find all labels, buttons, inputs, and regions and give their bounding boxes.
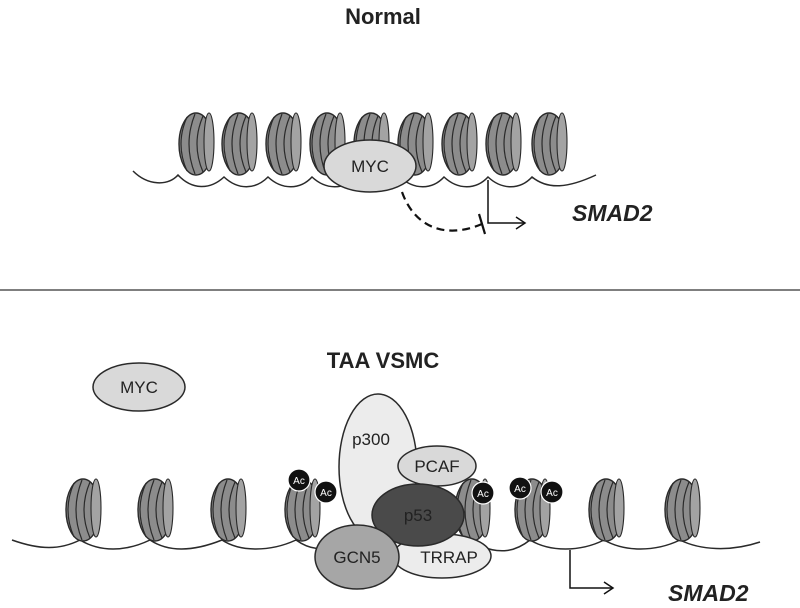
repression-bar (477, 213, 487, 235)
normal-panel: Normal MYC SMAD2 (132, 4, 653, 235)
normal-title: Normal (345, 4, 421, 29)
acetyl-mark: Ac (540, 480, 564, 504)
acetyl-mark: Ac (471, 481, 495, 505)
p300-label: p300 (352, 430, 390, 449)
nucleosome (265, 112, 302, 176)
taa-myc-label: MYC (120, 378, 158, 397)
pcaf-label: PCAF (414, 457, 459, 476)
nucleosome (65, 478, 102, 542)
nucleosome (210, 478, 247, 542)
nucleosome (664, 478, 701, 542)
nucleosome (588, 478, 625, 542)
acetyl-mark: Ac (508, 476, 532, 500)
nucleosome (441, 112, 478, 176)
normal-myc-label: MYC (351, 157, 389, 176)
svg-text:Ac: Ac (320, 488, 332, 499)
taa-panel: TAA VSMC MYC p300 TRRAP (11, 348, 761, 606)
svg-text:Ac: Ac (514, 484, 526, 495)
nucleosome (485, 112, 522, 176)
pcaf-protein: PCAF (397, 445, 477, 487)
trrap-label: TRRAP (420, 548, 478, 567)
nucleosome (531, 112, 568, 176)
taa-free-myc-protein: MYC (92, 362, 186, 412)
gcn5-protein: GCN5 (314, 524, 400, 590)
taa-title: TAA VSMC (327, 348, 440, 373)
acetyl-mark: Ac (314, 480, 338, 504)
nucleosome (137, 478, 174, 542)
p53-protein: p53 (371, 483, 465, 547)
normal-gene-label: SMAD2 (572, 200, 653, 226)
coactivator-complex: p300 TRRAP PCAF p53 GCN5 (314, 393, 492, 590)
svg-text:Ac: Ac (293, 476, 305, 487)
acetyl-marks: Ac Ac Ac Ac Ac (287, 468, 564, 505)
acetyl-mark: Ac (287, 468, 311, 492)
svg-text:Ac: Ac (546, 488, 558, 499)
repression-arrow (400, 191, 483, 232)
normal-myc-protein: MYC (323, 139, 417, 193)
normal-tss-arrow (487, 180, 527, 230)
gcn5-label: GCN5 (333, 548, 380, 567)
taa-tss-arrow (569, 550, 615, 595)
taa-dna-strand (11, 539, 761, 552)
svg-text:Ac: Ac (477, 489, 489, 500)
nucleosome (178, 112, 215, 176)
taa-gene-label: SMAD2 (668, 580, 749, 606)
nucleosome (221, 112, 258, 176)
p53-label: p53 (404, 506, 432, 525)
